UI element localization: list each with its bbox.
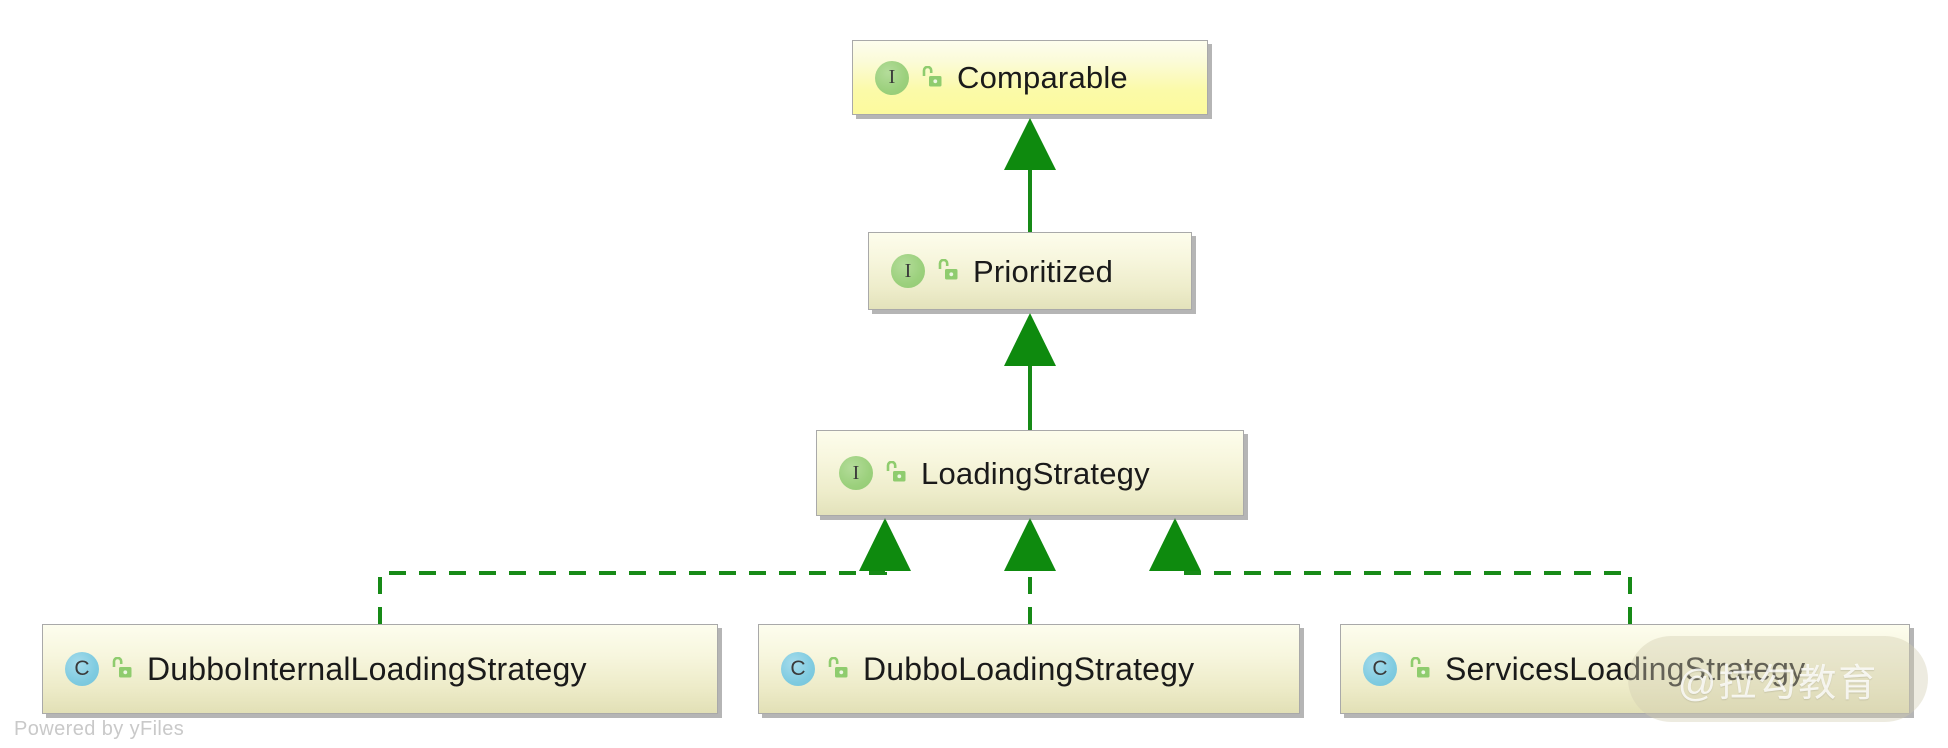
uml-node-label: ServicesLoadingStrategy — [1445, 651, 1806, 687]
class-badge-icon: C — [781, 652, 815, 686]
uml-node-loadingstrategy[interactable]: I LoadingStrategy — [816, 430, 1244, 516]
edge-prioritized-to-comparable — [1004, 118, 1056, 232]
edge-services-to-loadingstrategy — [1149, 518, 1632, 624]
uml-node-label: Prioritized — [973, 253, 1114, 289]
uml-node-dubbointernalloadingstrategy[interactable]: C DubboInternalLoadingStrategy — [42, 624, 718, 714]
uml-node-label: LoadingStrategy — [921, 455, 1150, 491]
uml-node-label: DubboInternalLoadingStrategy — [147, 651, 587, 687]
interface-badge-icon: I — [891, 254, 925, 288]
unlocked-padlock-icon — [937, 258, 959, 283]
interface-badge-icon: I — [875, 60, 909, 95]
unlocked-padlock-icon — [921, 65, 943, 90]
class-badge-icon: C — [65, 652, 99, 686]
unlocked-padlock-icon — [1409, 656, 1431, 681]
unlocked-padlock-icon — [885, 460, 907, 485]
class-badge-icon: C — [1363, 652, 1397, 686]
yfiles-credit-label: Powered by yFiles — [14, 718, 185, 740]
edge-dubbointernal-to-loadingstrategy — [378, 518, 911, 624]
watermark-text: @拉勾教育 — [1677, 662, 1879, 705]
uml-node-label: Comparable — [957, 60, 1128, 95]
edge-dubbo-to-loadingstrategy — [1004, 518, 1056, 624]
uml-node-servicesloadingstrategy[interactable]: C ServicesLoadingStrategy — [1340, 624, 1910, 714]
uml-node-label: DubboLoadingStrategy — [863, 651, 1195, 687]
unlocked-padlock-icon — [111, 656, 133, 681]
edge-loadingstrategy-to-prioritized — [1004, 313, 1056, 430]
uml-node-comparable[interactable]: I Comparable — [852, 40, 1208, 115]
interface-badge-icon: I — [839, 456, 873, 490]
watermark-overlay: @拉勾教育 — [1628, 636, 1928, 722]
uml-node-prioritized[interactable]: I Prioritized — [868, 232, 1192, 310]
unlocked-padlock-icon — [827, 656, 849, 681]
uml-node-dubboloadingstrategy[interactable]: C DubboLoadingStrategy — [758, 624, 1300, 714]
